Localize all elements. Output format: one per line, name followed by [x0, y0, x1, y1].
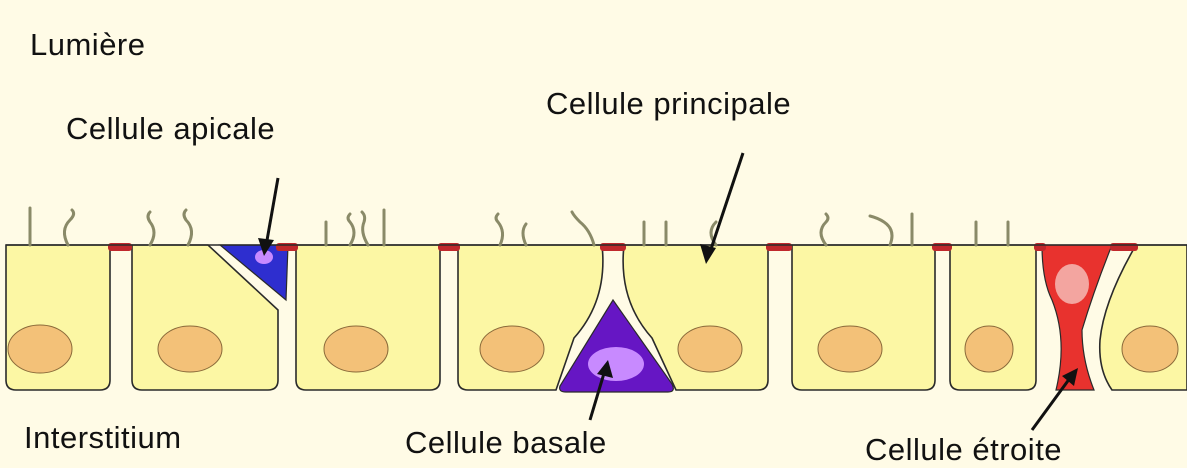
- nucleus: [158, 326, 222, 372]
- narrow-nucleus: [1055, 264, 1089, 304]
- narrow-cell-label: Cellule étroite: [865, 432, 1062, 468]
- apical-cell-label: Cellule apicale: [66, 111, 275, 147]
- nucleus: [1122, 326, 1178, 372]
- nucleus: [480, 326, 544, 372]
- nucleus: [324, 326, 388, 372]
- interstitium-label: Interstitium: [24, 420, 182, 456]
- lumen-label: Lumière: [30, 27, 146, 63]
- nucleus: [8, 325, 72, 373]
- principal-cell-label: Cellule principale: [546, 86, 791, 122]
- nucleus: [678, 326, 742, 372]
- nucleus: [818, 326, 882, 372]
- nucleus: [965, 326, 1013, 372]
- basal-nucleus: [588, 347, 644, 381]
- basal-cell-label: Cellule basale: [405, 425, 607, 461]
